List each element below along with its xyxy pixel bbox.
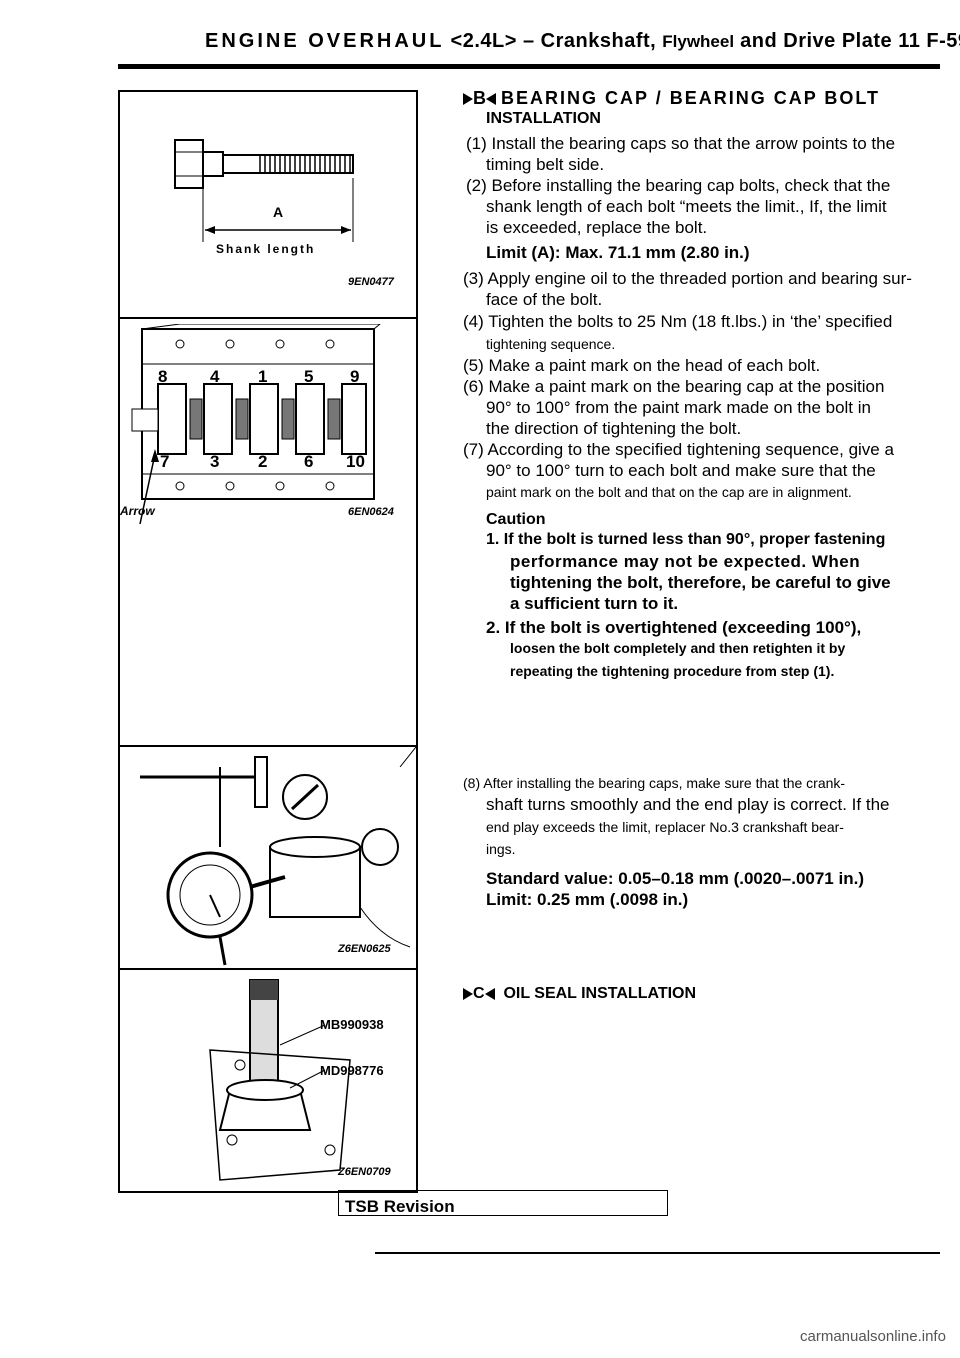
bolt-order-5: 5 bbox=[304, 367, 314, 386]
figure-code: Z6EN0709 bbox=[338, 1166, 391, 1178]
frame-top bbox=[118, 90, 418, 92]
figure-column-left-edge bbox=[118, 90, 120, 1193]
bolt-order-10: 10 bbox=[346, 452, 365, 471]
frame-sep-3 bbox=[118, 968, 418, 970]
step-7-line-3: paint mark on the bolt and that on the c… bbox=[486, 484, 852, 500]
caution-1-line-2: performance may not be expected. When bbox=[510, 552, 861, 571]
page-header: ENGINE OVERHAUL <2.4L> – Crankshaft, Fly… bbox=[205, 30, 960, 53]
header-dash: – bbox=[522, 30, 535, 52]
step-1-line-2: timing belt side. bbox=[486, 155, 605, 174]
bolt-order-2: 2 bbox=[258, 452, 268, 471]
step-2-line-2: shank length of each bolt “meets the lim… bbox=[486, 197, 887, 216]
step-4-line-1: (4) Tighten the bolts to 25 Nm (18 ft.lb… bbox=[463, 312, 893, 331]
bolt-drawing bbox=[174, 139, 354, 242]
oil-seal-installation-figure: MB990938 MD998776 Z6EN0709 bbox=[120, 970, 416, 1191]
step-6-line-2: 90° to 100° from the paint mark made on … bbox=[486, 398, 871, 417]
bolt-order-4: 4 bbox=[210, 367, 220, 386]
step-1-line-1: (1) Install the bearing caps so that the… bbox=[466, 134, 896, 153]
tsb-revision-box: TSB Revision bbox=[338, 1190, 668, 1216]
page-number: 11 F-59 bbox=[898, 30, 960, 52]
step-4-line-2: tightening sequence. bbox=[486, 336, 616, 352]
step-5: (5) Make a paint mark on the head of eac… bbox=[463, 356, 821, 375]
header-subject-a: Crankshaft, bbox=[540, 30, 657, 52]
caution-1-line-1: 1. If the bolt is turned less than 90°, … bbox=[486, 531, 886, 548]
shank-length-label: Shank length bbox=[216, 242, 316, 256]
step-2-line-3: is exceeded, replace the bolt. bbox=[486, 218, 708, 237]
bolt-order-8: 8 bbox=[158, 367, 168, 386]
figure-column-divider bbox=[416, 90, 418, 1193]
step-3-line-1: (3) Apply engine oil to the threaded por… bbox=[463, 269, 912, 288]
frame-bottom bbox=[118, 1191, 418, 1193]
bolt-limit-spec: Limit (A): Max. 71.1 mm (2.80 in.) bbox=[486, 243, 750, 262]
step-8-line-3: end play exceeds the limit, replacer No.… bbox=[486, 819, 844, 835]
end-play-standard-value: Standard value: 0.05–0.18 mm (.0020–.007… bbox=[486, 869, 864, 888]
caution-2-line-1: 2. If the bolt is overtightened (exceedi… bbox=[486, 618, 862, 637]
section-b-marker: B bbox=[473, 88, 486, 108]
marker-right-triangle-icon bbox=[463, 93, 473, 106]
end-play-limit: Limit: 0.25 mm (.0098 in.) bbox=[486, 890, 689, 909]
step-3-line-2: face of the bolt. bbox=[486, 290, 603, 309]
bolt-shank-figure: A Shank length 9EN0477 bbox=[120, 92, 416, 317]
frame-sep-2 bbox=[118, 745, 418, 747]
step-6-line-1: (6) Make a paint mark on the bearing cap… bbox=[463, 377, 885, 396]
section-b-title-2: INSTALLATION bbox=[486, 110, 601, 127]
dial-gauge-drawing bbox=[140, 747, 416, 966]
step-7-line-2: 90° to 100° turn to each bolt and make s… bbox=[486, 461, 876, 480]
footer-rule bbox=[375, 1252, 940, 1254]
header-subject-b: Flywheel bbox=[662, 32, 735, 51]
section-b-title: BEARING CAP / BEARING CAP BOLT bbox=[501, 88, 881, 108]
step-2-line-1: (2) Before installing the bearing cap bo… bbox=[466, 176, 891, 195]
step-7-line-1: (7) According to the specified tightenin… bbox=[463, 440, 894, 459]
step-8-line-2: shaft turns smoothly and the end play is… bbox=[486, 795, 890, 814]
header-subject-c: and Drive Plate bbox=[740, 30, 893, 52]
figure-code: 9EN0477 bbox=[348, 276, 394, 288]
caution-1-line-4: a sufficient turn to it. bbox=[510, 594, 679, 613]
step-6-line-3: the direction of tightening the bolt. bbox=[486, 419, 742, 438]
bolt-order-7: 7 bbox=[160, 452, 170, 471]
step-8-line-1: (8) After installing the bearing caps, m… bbox=[463, 775, 846, 791]
figure-code: 6EN0624 bbox=[348, 506, 394, 518]
bolt-order-9: 9 bbox=[350, 367, 360, 386]
seal-installer-drawing bbox=[209, 979, 351, 1181]
header-section: ENGINE OVERHAUL bbox=[205, 30, 445, 52]
section-c-marker: C bbox=[473, 985, 485, 1002]
end-play-check-figure: Z6EN0625 bbox=[120, 747, 416, 968]
crankcase-drawing bbox=[131, 324, 381, 524]
watermark: carmanualsonline.info bbox=[800, 1328, 946, 1345]
figure-code: Z6EN0625 bbox=[338, 943, 391, 955]
step-8-line-4: ings. bbox=[486, 841, 516, 857]
bolt-order-6: 6 bbox=[304, 452, 314, 471]
section-b-heading: B BEARING CAP / BEARING CAP BOLT bbox=[463, 88, 880, 109]
tightening-sequence-figure: 8 4 1 5 9 7 3 2 6 10 Arrow 6EN0624 bbox=[120, 319, 416, 745]
section-c-heading: C OIL SEAL INSTALLATION bbox=[463, 985, 696, 1003]
caution-heading: Caution bbox=[486, 511, 546, 528]
header-rule bbox=[118, 64, 940, 69]
section-c-title: OIL SEAL INSTALLATION bbox=[503, 985, 697, 1002]
bolt-order-3: 3 bbox=[210, 452, 220, 471]
tool-mb990938-label: MB990938 bbox=[320, 1017, 384, 1032]
header-variant: <2.4L> bbox=[450, 30, 517, 52]
bolt-order-1: 1 bbox=[258, 367, 268, 386]
dimension-a-label: A bbox=[273, 204, 284, 220]
frame-sep-1 bbox=[118, 317, 418, 319]
tool-md998776-label: MD998776 bbox=[320, 1063, 384, 1078]
caution-1-line-3: tightening the bolt, therefore, be caref… bbox=[510, 573, 891, 592]
marker-left-triangle-icon bbox=[484, 987, 495, 1000]
caution-2-line-3: repeating the tightening procedure from … bbox=[510, 663, 835, 679]
marker-right-triangle-icon bbox=[463, 987, 473, 1000]
arrow-label: Arrow bbox=[120, 504, 155, 518]
caution-2-line-2: loosen the bolt completely and then reti… bbox=[510, 640, 846, 656]
marker-left-triangle-icon bbox=[486, 93, 496, 106]
